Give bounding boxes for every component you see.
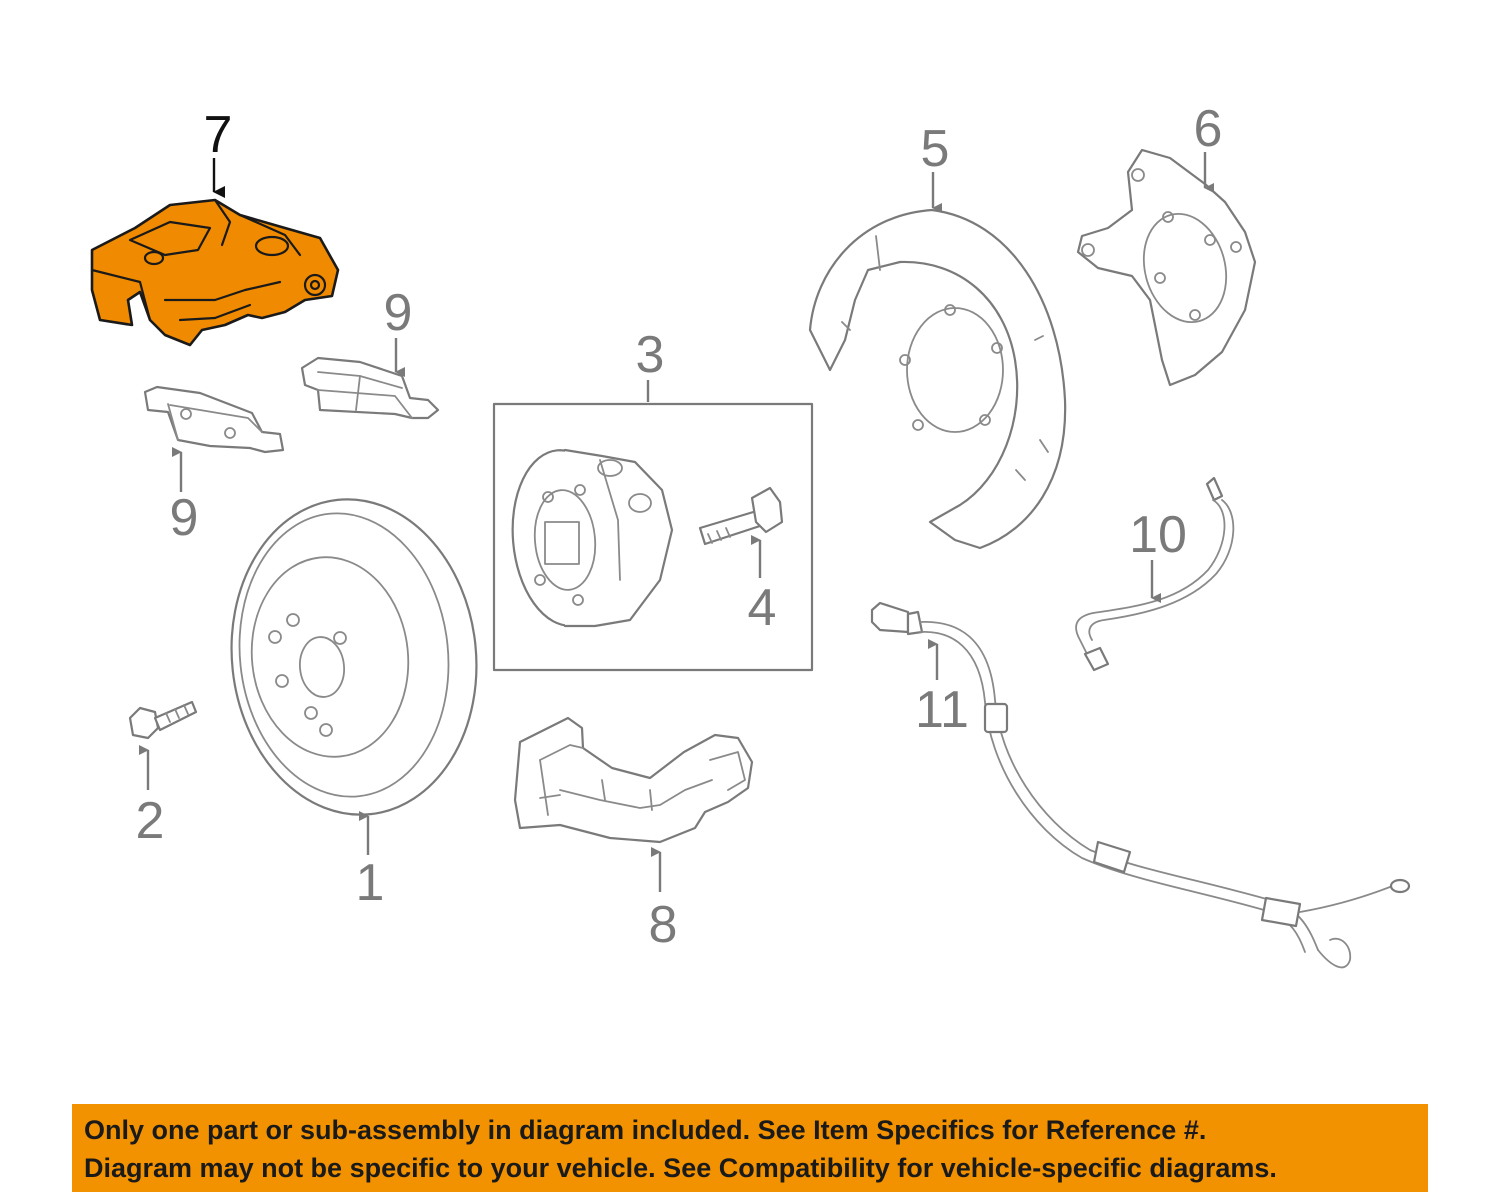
callout-label-8: 8 (649, 896, 678, 954)
brake-rotor-part-1[interactable] (216, 487, 492, 827)
dust-shield-part-5[interactable] (808, 208, 1067, 550)
notice-banner: Only one part or sub-assembly in diagram… (72, 1104, 1428, 1192)
callout-label-10: 10 (1129, 506, 1187, 564)
bolt-part-2[interactable] (128, 700, 198, 740)
caliper-bracket-part-8[interactable] (513, 716, 754, 844)
callout-label-6: 6 (1194, 100, 1223, 158)
backing-plate-part-6[interactable] (1076, 148, 1257, 387)
hub-assembly-part-3[interactable] (492, 402, 814, 672)
callout-label-1: 1 (356, 854, 385, 912)
brake-pad-lower-part-9[interactable] (143, 385, 285, 454)
notice-line-2: Diagram may not be specific to your vehi… (84, 1153, 1277, 1183)
caliper-part-7[interactable] (90, 198, 340, 347)
callout-label-9-lower: 9 (170, 489, 199, 547)
hub-bolt-part-4[interactable] (698, 486, 784, 546)
callout-label-9-upper: 9 (384, 284, 413, 342)
abs-sensor-part-11[interactable] (870, 601, 1411, 969)
notice-line-1: Only one part or sub-assembly in diagram… (84, 1115, 1207, 1145)
brake-hose-part-10[interactable] (1075, 476, 1235, 672)
callout-label-2: 2 (136, 792, 165, 850)
callout-label-5: 5 (921, 120, 950, 178)
callout-label-3: 3 (636, 326, 665, 384)
callout-label-4: 4 (748, 579, 777, 637)
callout-label-11: 11 (915, 681, 969, 739)
callout-label-7: 7 (204, 106, 233, 164)
brake-pad-upper-part-9[interactable] (300, 356, 440, 420)
